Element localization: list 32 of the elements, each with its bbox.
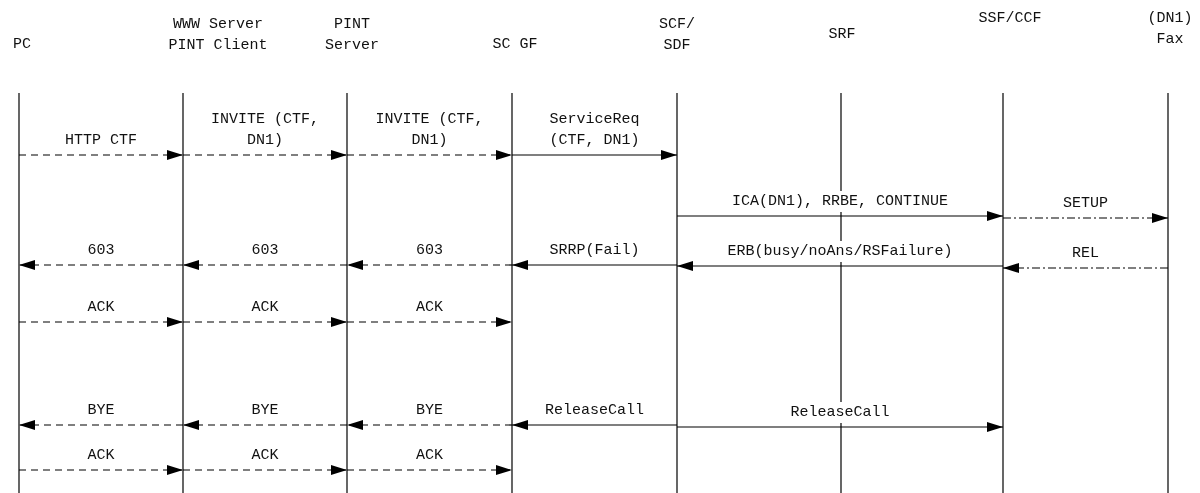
- arrow: [346, 465, 513, 475]
- lifeline-header: SCF/ SDF: [658, 15, 696, 56]
- arrow: [346, 420, 513, 430]
- arrow: [18, 420, 184, 430]
- arrow: [18, 465, 184, 475]
- arrow: [18, 150, 184, 160]
- arrow: [511, 420, 678, 430]
- lifeline-header: SRF: [827, 25, 857, 45]
- arrow: [182, 317, 348, 327]
- arrow: [676, 422, 1004, 432]
- arrow: [346, 317, 513, 327]
- arrow: [676, 211, 1004, 221]
- arrow: [346, 150, 513, 160]
- arrow: [346, 260, 513, 270]
- lifeline-header: PC: [12, 35, 32, 55]
- arrow: [1002, 213, 1169, 223]
- arrow: [182, 150, 348, 160]
- lifeline-header: PINT Server: [324, 15, 380, 56]
- lifeline-header: WWW Server PINT Client: [167, 15, 269, 56]
- arrow: [18, 317, 184, 327]
- arrow: [182, 260, 348, 270]
- arrow: [182, 420, 348, 430]
- arrow: [676, 261, 1004, 271]
- arrow: [511, 150, 678, 160]
- lifeline-header: SC GF: [491, 35, 539, 55]
- edge-label: ICA(DN1), RRBE, CONTINUE: [730, 191, 950, 212]
- arrow: [511, 260, 678, 270]
- lifeline-header: (DN1) Fax: [1146, 9, 1194, 50]
- lifeline-header: SSF/CCF: [977, 9, 1043, 29]
- arrow: [1002, 263, 1169, 273]
- arrow: [182, 465, 348, 475]
- arrow: [18, 260, 184, 270]
